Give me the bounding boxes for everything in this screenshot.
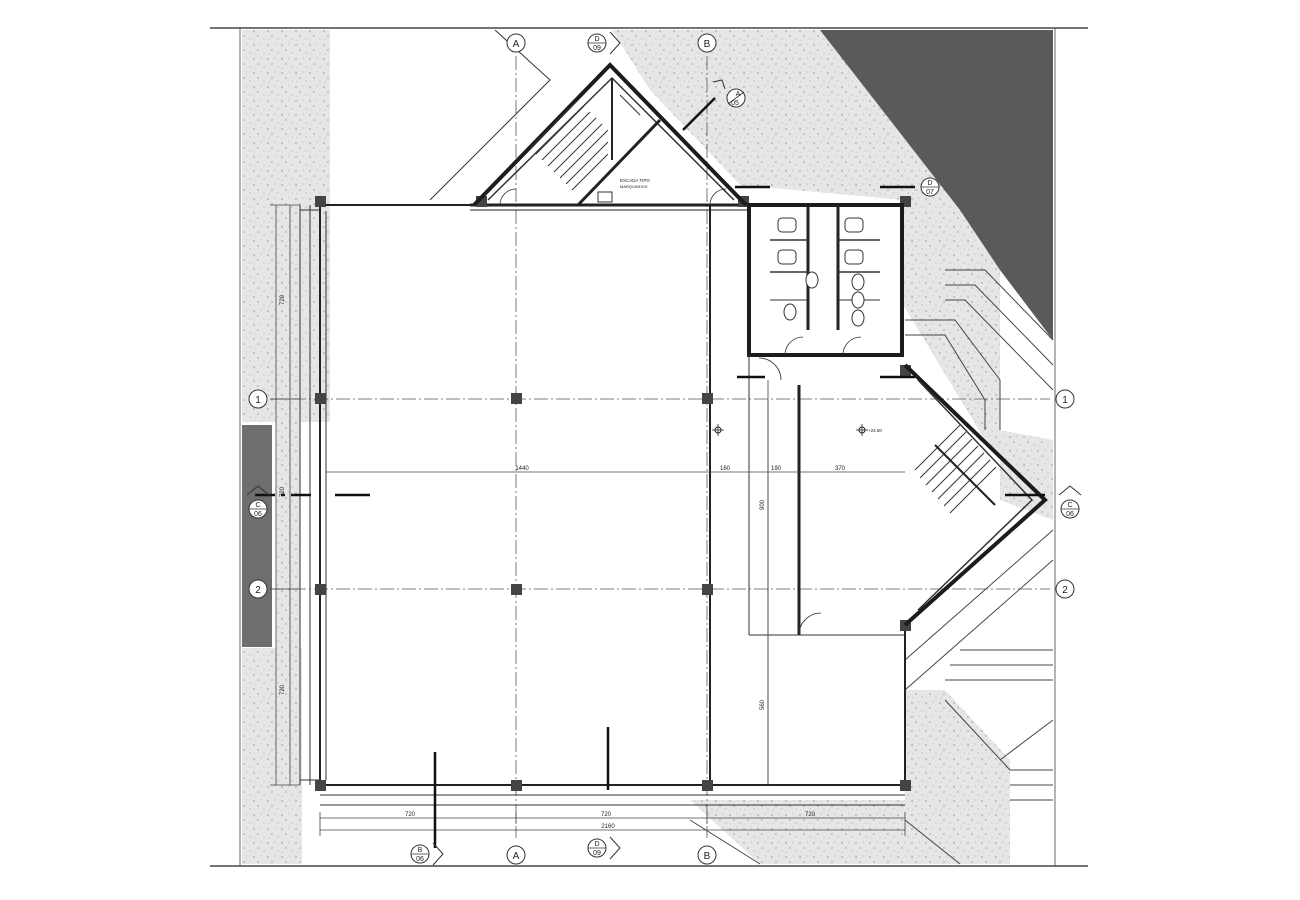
structural-columns [315,196,911,791]
section-marker-a-diagonal: A 05 [712,79,746,108]
svg-text:A: A [513,851,520,862]
svg-text:A: A [513,39,520,50]
svg-text:B: B [418,847,423,854]
svg-text:06: 06 [254,511,262,518]
svg-text:D: D [594,841,599,848]
grid-bubble-2-left: 2 [248,579,268,599]
svg-text:1: 1 [255,395,261,406]
section-marker-b-bottom: B 06 [410,842,444,866]
grid-bubble-a-bottom: A [506,845,526,865]
dim-bottom-a: 720 [405,812,416,818]
stair-note-line-1: ESCADA TIPO [620,178,650,183]
svg-text:05: 05 [731,100,739,107]
dim-900: 900 [760,499,766,510]
svg-text:C: C [1067,502,1072,509]
section-cut-lines [255,97,1045,848]
svg-text:06: 06 [416,856,424,863]
dimension-labels: 720 720 720 720 720 720 2160 1440 160 19… [280,294,846,830]
sheet-frame [210,27,1088,867]
grid-bubble-b-top: B [697,33,717,53]
dim-left-mid: 720 [280,486,286,497]
grid-bubble-2-right: 2 [1055,579,1075,599]
level-marker-1 [712,424,724,436]
grid-bubble-a-top: A [506,33,526,53]
svg-text:2: 2 [1062,585,1068,596]
level-label-2: +24.50 [868,428,882,433]
svg-text:2: 2 [255,585,261,596]
dim-190: 190 [771,466,782,472]
section-marker-c-right: C 06 [1058,485,1082,519]
dim-left-top: 720 [280,294,286,305]
dim-bottom-b: 720 [601,812,612,818]
level-marker-2: +24.50 [856,424,882,436]
dim-1440: 1440 [515,466,529,472]
section-marker-d-bottom: D 09 [587,836,621,860]
main-hall-walls [299,203,906,806]
site-hatching [242,30,1053,864]
svg-text:B: B [704,39,711,50]
restroom-block [747,203,904,357]
section-marker-d-right: D 07 [920,177,940,197]
svg-text:06: 06 [1066,511,1074,518]
dim-370: 370 [835,466,846,472]
svg-text:D: D [594,36,599,43]
svg-text:B: B [704,851,711,862]
dim-160: 160 [720,466,731,472]
svg-text:07: 07 [926,189,934,196]
svg-text:09: 09 [593,45,601,52]
svg-text:D: D [927,180,932,187]
east-stair-core [903,363,1048,627]
svg-text:09: 09 [593,850,601,857]
svg-text:C: C [255,502,260,509]
dim-bottom-c: 720 [805,812,816,818]
terrace-lines [689,269,1054,865]
stair-note-line-2: MARQUINHOS [620,184,648,189]
annotations: ESCADA TIPO MARQUINHOS +24.50 [620,178,882,436]
dimension-lines [270,204,906,836]
grid-lines [270,56,1050,838]
svg-text:A: A [736,91,741,98]
svg-text:1: 1 [1062,395,1068,406]
grid-bubble-1-right: 1 [1055,389,1075,409]
service-room-walls [748,355,905,785]
dim-560: 560 [760,699,766,710]
section-marker-d-top: D 09 [587,31,621,55]
north-stair-core [429,29,748,207]
grid-bubble-1-left: 1 [248,389,268,409]
section-marker-c-left: C 06 [246,485,270,519]
dim-left-bottom: 720 [280,684,286,695]
grid-bubble-b-bottom: B [697,845,717,865]
dim-bottom-total: 2160 [601,824,615,830]
